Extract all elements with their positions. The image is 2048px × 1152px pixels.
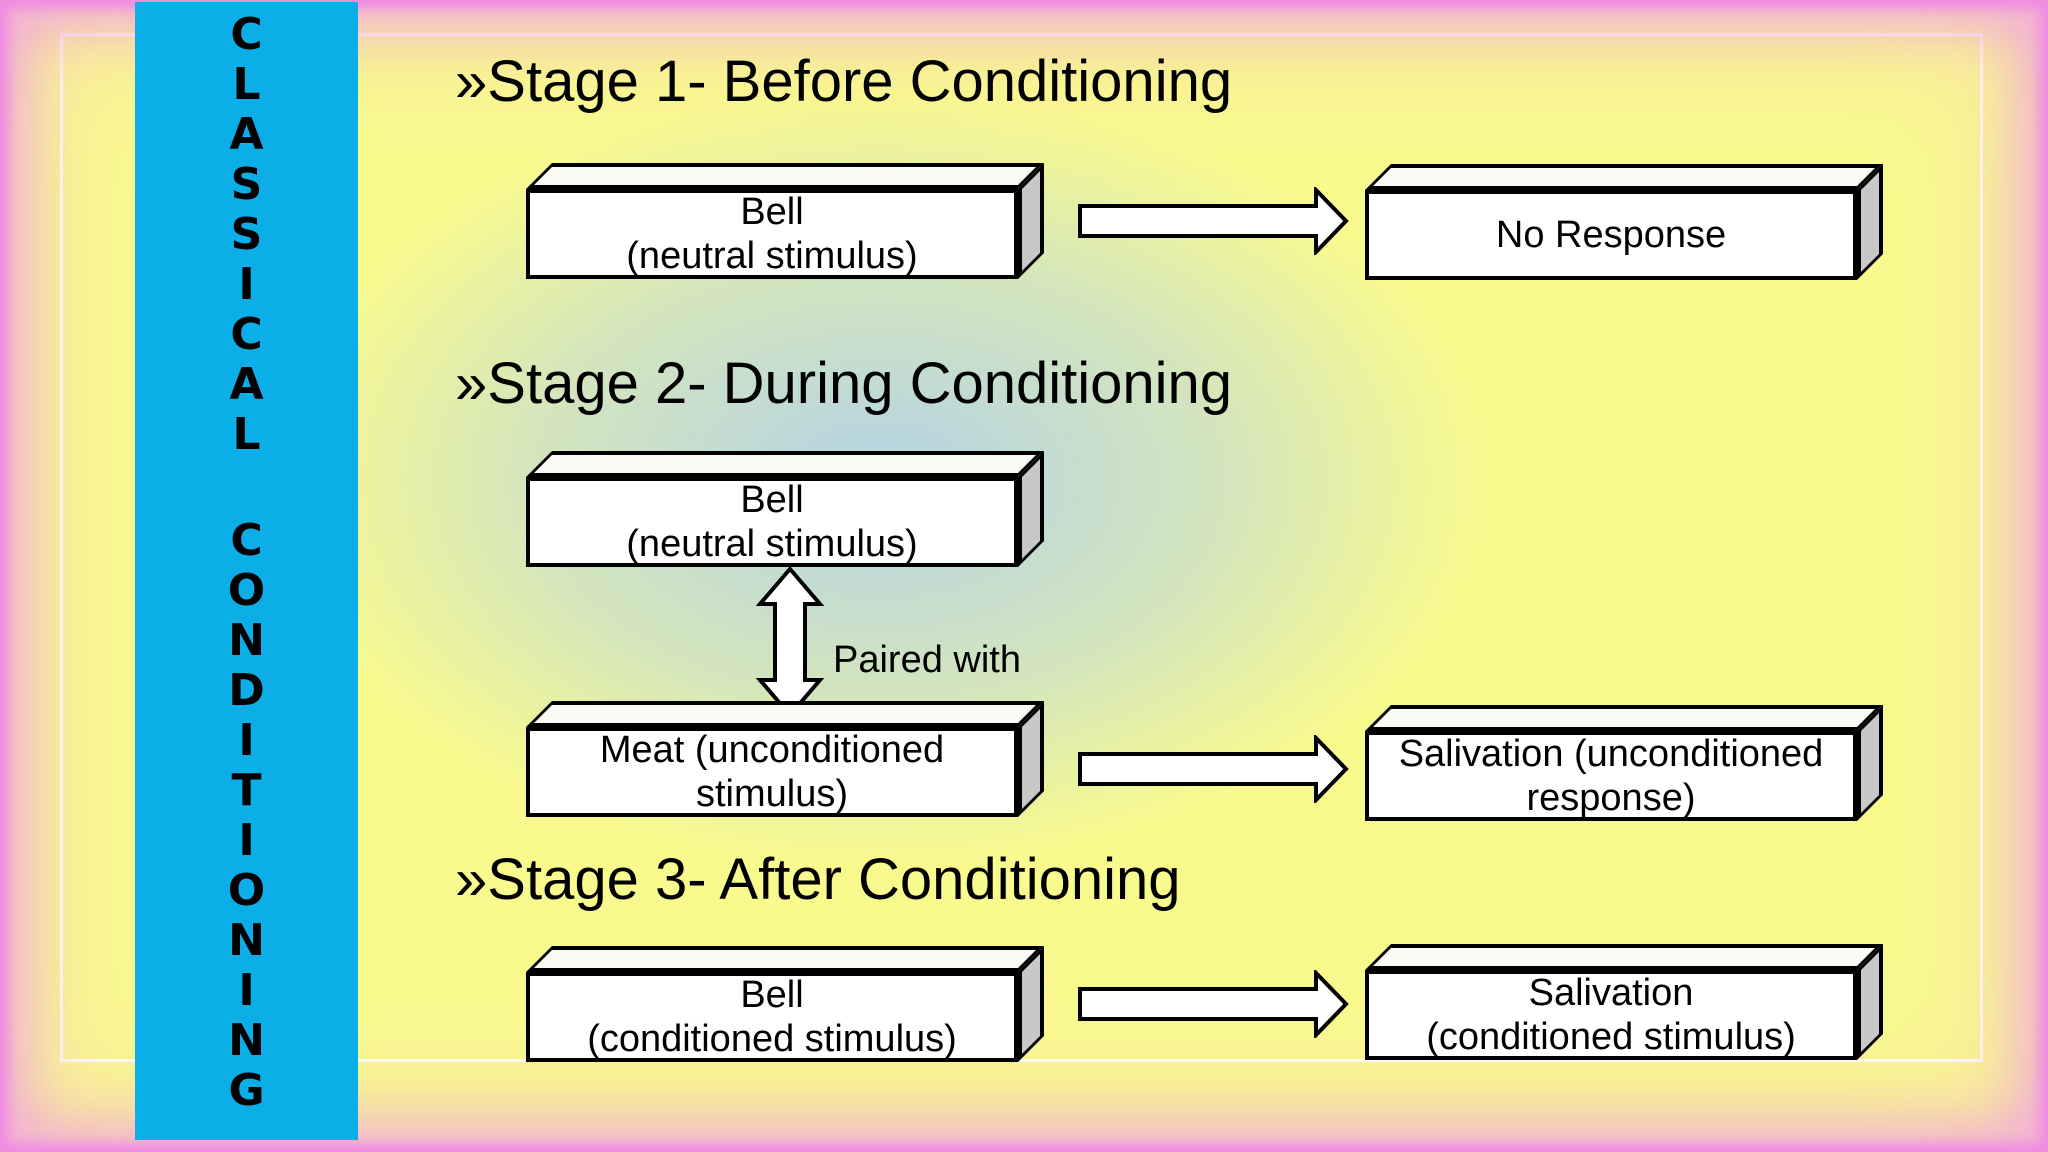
stage1-bullet: » xyxy=(455,49,488,114)
paired-with-double-arrow-icon xyxy=(756,566,824,718)
box-top-face xyxy=(526,163,1044,189)
stage3-salivation-box: Salivation (conditioned stimulus) xyxy=(1365,944,1883,1060)
box-front-face: Bell (neutral stimulus) xyxy=(526,477,1018,567)
banner-letter: I xyxy=(238,815,255,866)
banner-letter: C xyxy=(230,515,263,566)
right-arrow-icon xyxy=(1078,735,1349,803)
box-text-line: (conditioned stimulus) xyxy=(587,1018,957,1060)
banner-letter: A xyxy=(229,359,264,410)
banner-letter: D xyxy=(228,665,265,716)
banner-letter: L xyxy=(232,59,261,110)
banner-letter: O xyxy=(227,565,266,616)
right-arrow-icon xyxy=(1078,970,1349,1038)
banner-letter: G xyxy=(228,1065,265,1116)
banner-letter: I xyxy=(238,965,255,1016)
stage2-meat-box: Meat (unconditioned stimulus) xyxy=(526,701,1044,817)
box-top-face xyxy=(526,701,1044,727)
stage2-title-text: Stage 2- During Conditioning xyxy=(487,351,1233,416)
stage1-bell-box: Bell (neutral stimulus) xyxy=(526,163,1044,279)
banner-letter: I xyxy=(238,259,255,310)
stage1-title: »Stage 1- Before Conditioning xyxy=(455,46,1232,118)
box-text-line: stimulus) xyxy=(695,773,849,815)
stage3-bullet: » xyxy=(455,847,488,912)
box-text-line: (neutral stimulus) xyxy=(626,523,918,565)
box-top-face xyxy=(1365,944,1883,970)
banner-letter: T xyxy=(231,765,262,816)
inner-border-line xyxy=(60,33,1983,1062)
banner-letter: O xyxy=(227,865,266,916)
box-text-line: response) xyxy=(1526,777,1696,819)
box-text-line: Bell xyxy=(740,191,804,233)
banner-letter: S xyxy=(230,159,263,210)
stage3-title: »Stage 3- After Conditioning xyxy=(455,844,1181,916)
box-front-face: Bell (neutral stimulus) xyxy=(526,189,1018,279)
box-top-face xyxy=(1365,164,1883,190)
banner-letter: N xyxy=(228,915,265,966)
box-text-line: (conditioned stimulus) xyxy=(1426,1016,1796,1058)
banner-letter: L xyxy=(232,409,261,460)
box-text-line: Meat (unconditioned xyxy=(599,729,945,771)
banner-letter: I xyxy=(238,715,255,766)
banner-letter: A xyxy=(229,109,264,160)
box-text-line: Salivation (unconditioned xyxy=(1398,733,1824,775)
stage3-bell-box: Bell (conditioned stimulus) xyxy=(526,946,1044,1062)
stage2-bullet: » xyxy=(455,351,488,416)
banner-letter: N xyxy=(228,1015,265,1066)
paired-with-label: Paired with xyxy=(833,639,1021,681)
box-front-face: No Response xyxy=(1365,190,1857,280)
stage3-title-text: Stage 3- After Conditioning xyxy=(487,847,1181,912)
box-top-face xyxy=(1365,705,1883,731)
box-front-face: Salivation (unconditioned response) xyxy=(1365,731,1857,821)
banner-letter: C xyxy=(230,9,263,60)
stage1-title-text: Stage 1- Before Conditioning xyxy=(487,49,1233,114)
right-arrow-icon xyxy=(1078,187,1349,255)
stage1-no-response-box: No Response xyxy=(1365,164,1883,280)
box-top-face xyxy=(526,451,1044,477)
box-front-face: Meat (unconditioned stimulus) xyxy=(526,727,1018,817)
box-front-face: Salivation (conditioned stimulus) xyxy=(1365,970,1857,1060)
banner-letter: C xyxy=(230,309,263,360)
stage2-title: »Stage 2- During Conditioning xyxy=(455,348,1232,420)
box-text-line: No Response xyxy=(1495,214,1727,256)
box-text-line: Bell xyxy=(740,974,804,1016)
banner-letter: S xyxy=(230,209,263,260)
box-front-face: Bell (conditioned stimulus) xyxy=(526,972,1018,1062)
stage2-bell-box: Bell (neutral stimulus) xyxy=(526,451,1044,567)
box-text-line: Salivation xyxy=(1528,972,1694,1014)
box-text-line: (neutral stimulus) xyxy=(626,235,918,277)
box-text-line: Bell xyxy=(740,479,804,521)
box-top-face xyxy=(526,946,1044,972)
stage2-salivation-box: Salivation (unconditioned response) xyxy=(1365,705,1883,821)
banner-letter: N xyxy=(228,615,265,666)
